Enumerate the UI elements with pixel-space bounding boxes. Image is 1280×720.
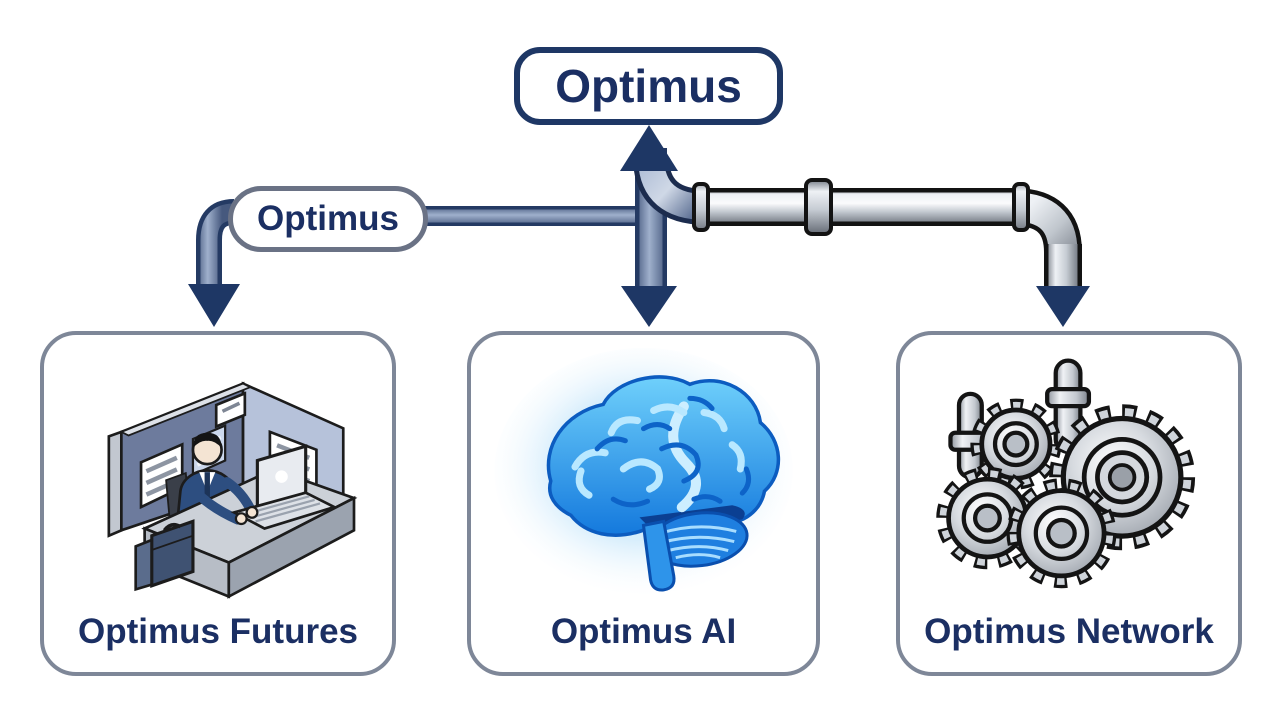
root-node: Optimus	[514, 47, 783, 125]
arrow-up-icon	[620, 125, 678, 171]
branch-node-label: Optimus	[257, 199, 399, 238]
root-node-label: Optimus	[555, 60, 742, 112]
pipe-coupling	[804, 178, 833, 236]
card-label-network: Optimus Network	[924, 612, 1214, 651]
card-label-ai: Optimus AI	[550, 612, 737, 651]
arrow-down-left-icon	[188, 284, 240, 327]
arrow-down-center-icon	[621, 286, 677, 327]
card-optimus-network: Optimus Network	[896, 331, 1242, 676]
cerebellum-lines	[659, 524, 737, 559]
gear-bottom-left	[936, 466, 1039, 570]
brain-gyri-light	[571, 402, 745, 499]
card-label-futures: Optimus Futures	[77, 612, 359, 651]
wall-frame-corner	[214, 391, 247, 429]
trader-desk-icon	[107, 381, 358, 599]
arrow-down-right-icon	[1036, 286, 1090, 327]
brain-gyri-dark	[594, 395, 752, 507]
card-optimus-ai: Optimus AI	[467, 331, 820, 676]
branch-label-node: Optimus	[228, 186, 428, 252]
network-art-area	[900, 335, 1238, 612]
card-optimus-futures: Optimus Futures	[40, 331, 396, 676]
pipe-metal-right	[692, 178, 1082, 290]
pipe-flange	[692, 182, 710, 232]
wall-side-edge	[107, 429, 123, 538]
gear-bottom-middle	[1006, 478, 1117, 589]
gear-small-top	[970, 398, 1062, 490]
pipe-flange	[1012, 182, 1030, 232]
futures-art-area	[44, 335, 392, 612]
wall-top-edge	[119, 382, 253, 437]
briefcase	[134, 519, 195, 592]
laptop	[186, 444, 338, 530]
glowing-brain-icon	[494, 347, 793, 594]
ai-art-area	[471, 335, 816, 612]
metal-gears-icon	[936, 358, 1196, 589]
brain-stem	[641, 519, 676, 591]
brain-s-band	[668, 400, 701, 512]
